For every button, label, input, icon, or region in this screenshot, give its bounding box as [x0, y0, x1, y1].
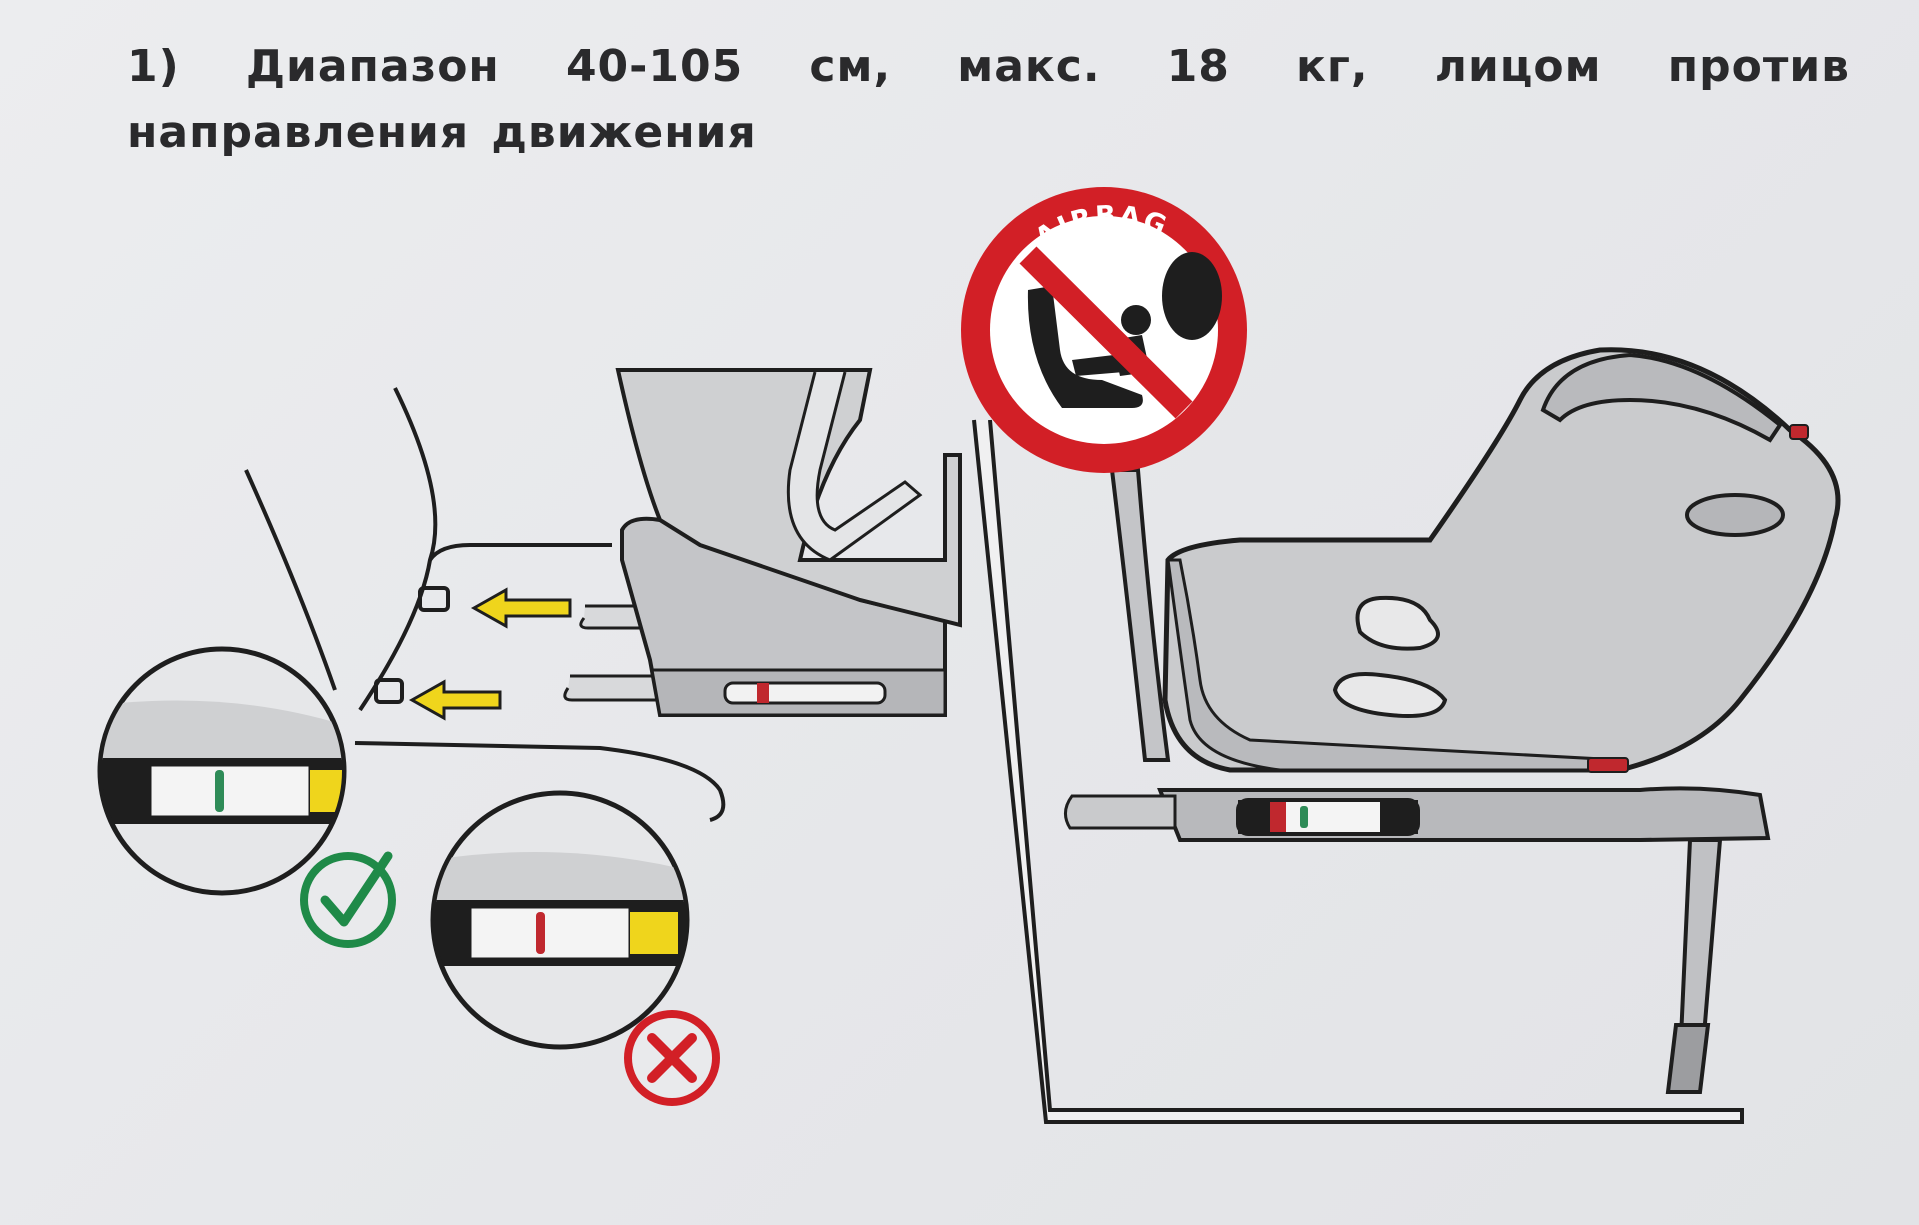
recline-red-tab	[1587, 757, 1629, 773]
vehicle-seat-frame	[972, 419, 1744, 1124]
vehicle-seat-right	[972, 419, 1744, 1124]
arrow-bottom-icon	[408, 679, 502, 721]
installed-indicator-green	[1300, 806, 1308, 828]
airbag-warning-sign: AIRBAG	[961, 187, 1247, 473]
headrest-red-tab	[1789, 424, 1809, 440]
isofix-anchor-bottom	[374, 678, 404, 704]
indicator-incorrect-zoom	[430, 790, 690, 1050]
vehicle-seat-bottom-line	[354, 741, 726, 822]
indicator-correct-zoom	[97, 646, 347, 896]
shoulder-slot	[1685, 493, 1785, 537]
indicator-green-mark	[215, 770, 224, 812]
airbag-balloon-icon	[1162, 252, 1222, 340]
arrow-top-icon	[470, 587, 572, 629]
child-seat-harness-channel	[786, 371, 923, 562]
child-seat-headrest	[1540, 352, 1783, 443]
isofix-base-illustration	[244, 368, 962, 822]
vehicle-backrest	[1109, 468, 1171, 762]
isofix-rail-bottom	[563, 674, 662, 702]
prohibition-slash	[1019, 246, 1193, 419]
harness-buckle-upper	[1355, 595, 1440, 651]
child-seat-installed	[1064, 347, 1841, 1094]
installed-isofix-rail	[1064, 794, 1177, 830]
indicator-red-mark	[536, 912, 545, 954]
vehicle-seat-cushion-line	[428, 543, 612, 562]
base-indicator-red-mark	[757, 683, 769, 703]
base-indicator-window	[723, 681, 887, 705]
support-leg-foot	[1665, 1023, 1711, 1094]
check-icon	[300, 851, 396, 948]
cross-icon	[624, 1010, 720, 1106]
installed-indicator-red	[1270, 802, 1286, 832]
harness-buckle-lower	[1332, 672, 1448, 718]
isofix-anchor-top	[418, 586, 450, 612]
instruction-heading: 1) Диапазон 40-105 см, макс. 18 кг, лицо…	[127, 41, 1850, 158]
